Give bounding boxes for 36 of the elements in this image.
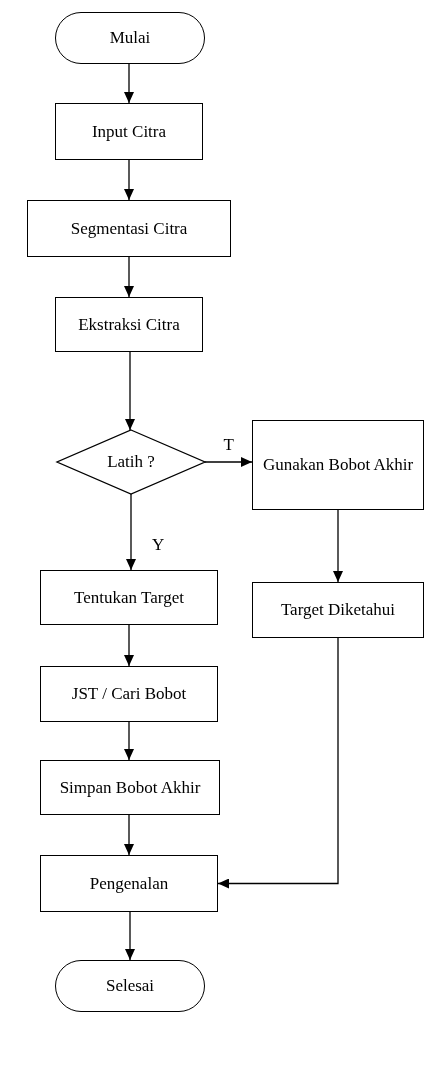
- terminator: [55, 12, 205, 64]
- terminator: [55, 960, 205, 1012]
- arrow: [204, 457, 253, 467]
- arrow: [124, 256, 134, 298]
- process-box: [55, 297, 203, 352]
- arrow: [124, 814, 134, 856]
- node-label: Selesai: [105, 976, 155, 996]
- process-box: [40, 570, 218, 625]
- arrow: [124, 624, 134, 667]
- process-box: [40, 760, 220, 815]
- node-label: Gunakan Bobot Akhir: [262, 455, 414, 475]
- arrow: [217, 637, 339, 889]
- node-label: Mulai: [109, 28, 151, 48]
- node-label: Input Citra: [91, 121, 167, 142]
- arrow: [125, 911, 135, 961]
- process-box: [40, 666, 218, 722]
- arrow: [125, 351, 135, 431]
- node-label: Target Diketahui: [280, 600, 396, 620]
- node-label: Simpan Bobot Akhir: [59, 777, 201, 798]
- arrow: [124, 63, 134, 104]
- node-label: Ekstraksi Citra: [78, 314, 180, 335]
- process-box: [40, 855, 218, 912]
- process-box: [27, 200, 231, 257]
- node-label: Latih ?: [107, 452, 155, 472]
- process-box: [55, 103, 203, 160]
- node-label: JST / Cari Bobot: [71, 684, 187, 704]
- arrow: [124, 159, 134, 201]
- process-box: [252, 420, 424, 510]
- arrow: [333, 509, 343, 583]
- arrow: [124, 721, 134, 761]
- node-label: Tentukan Target: [74, 587, 184, 608]
- node-label: Segmentasi Citra: [70, 218, 188, 239]
- node-label: Pengenalan: [89, 873, 169, 894]
- process-box: [252, 582, 424, 638]
- arrow: [126, 493, 136, 571]
- decision-diamond: [57, 430, 205, 494]
